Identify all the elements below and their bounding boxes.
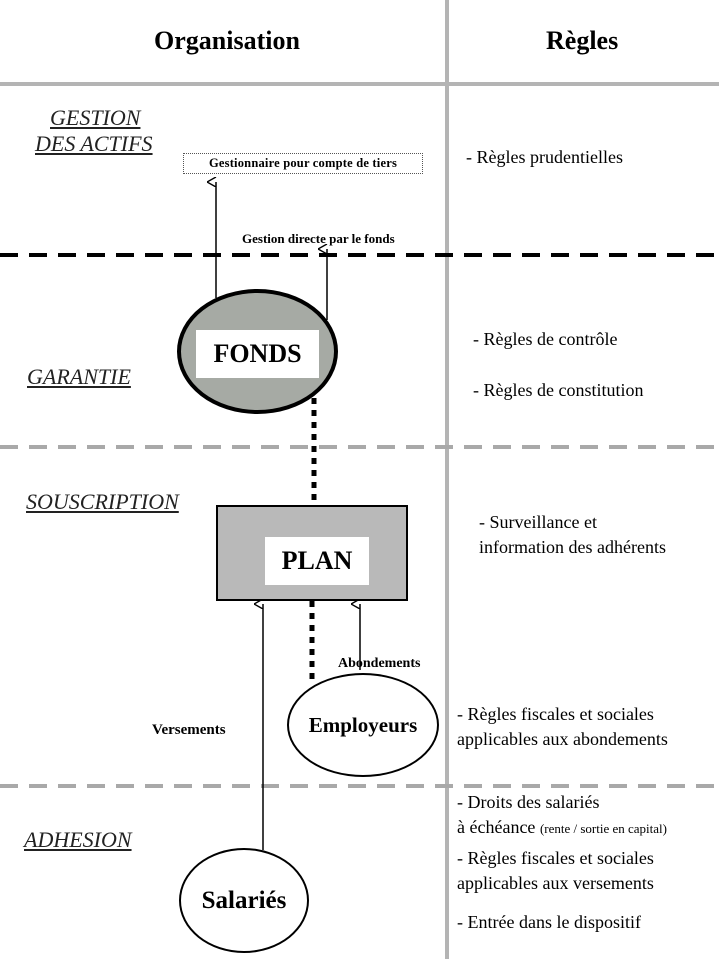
rule-surveillance-line1: - Surveillance et xyxy=(479,512,597,532)
rule-controle: - Règles de contrôle xyxy=(473,329,618,349)
rule-fiscales-versements-line1: - Règles fiscales et sociales xyxy=(457,848,654,868)
salaries-label: Salariés xyxy=(201,886,287,914)
rule-entree: - Entrée dans le dispositif xyxy=(457,912,641,932)
gestionnaire-box: Gestionnaire pour compte de tiers xyxy=(183,153,423,174)
rule-prudentielles: - Règles prudentielles xyxy=(466,147,623,167)
rule-droits-echeance: à échéance xyxy=(457,817,536,837)
rule-fiscales-abondements-line2: applicables aux abondements xyxy=(457,729,668,749)
header-organisation: Organisation xyxy=(154,26,300,55)
rule-constitution: - Règles de constitution xyxy=(473,380,644,400)
employeurs-label: Employeurs xyxy=(308,712,418,737)
employeurs-ellipse: Employeurs xyxy=(287,673,439,777)
gestionnaire-label: Gestionnaire pour compte de tiers xyxy=(208,156,398,170)
section-souscription: SOUSCRIPTION xyxy=(26,489,179,514)
section-gestion-line1: GESTION xyxy=(50,105,141,130)
salaries-ellipse: Salariés xyxy=(179,848,309,953)
rule-surveillance-line2: information des adhérents xyxy=(479,537,666,557)
section-adhesion: ADHESION xyxy=(24,827,132,852)
plan-label: PLAN xyxy=(265,537,369,585)
rule-fiscales-abondements-line1: - Règles fiscales et sociales xyxy=(457,704,654,724)
fonds-label: FONDS xyxy=(196,330,319,378)
versements-label: Versements xyxy=(152,722,226,738)
rule-fiscales-versements-line2: applicables aux versements xyxy=(457,873,654,893)
section-gestion-line2: DES ACTIFS xyxy=(35,131,153,156)
rule-droits-note: (rente / sortie en capital) xyxy=(539,821,667,836)
rule-droits-line2: à échéance (rente / sortie en capital) xyxy=(457,815,667,841)
rule-droits-line1: - Droits des salariés xyxy=(457,792,600,812)
abondements-label: Abondements xyxy=(338,656,421,671)
section-garantie: GARANTIE xyxy=(27,364,131,389)
header-regles: Règles xyxy=(546,26,619,55)
gestion-directe-label: Gestion directe par le fonds xyxy=(242,231,395,246)
